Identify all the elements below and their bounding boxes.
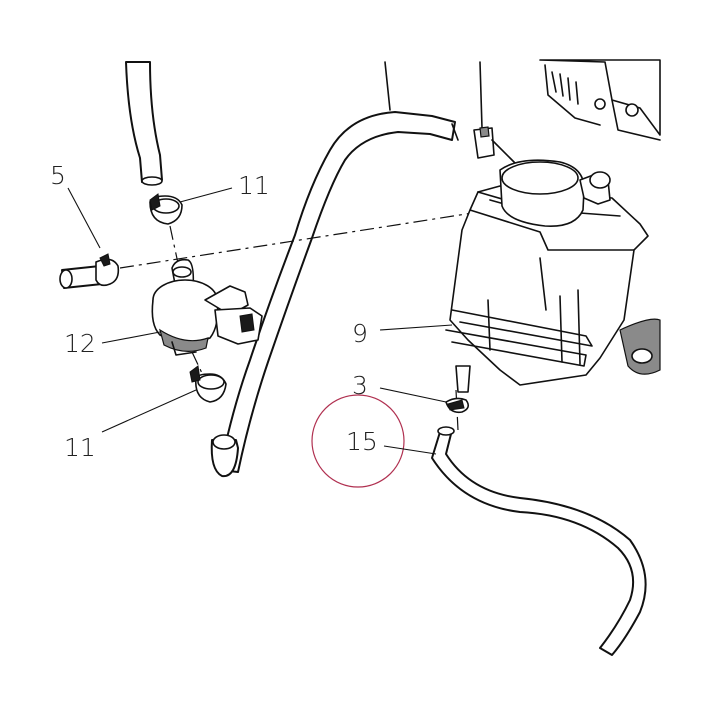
- highlight-circle: [311, 394, 405, 488]
- leader-11-upper: [179, 187, 233, 203]
- hose-end-cap: [210, 439, 239, 478]
- clamp-11-upper: [149, 193, 183, 225]
- side-bracket: [619, 318, 661, 375]
- centerline-horizontal: [119, 203, 531, 269]
- callout-11-lower: 11: [64, 433, 96, 462]
- callout-15: 15: [346, 427, 378, 456]
- leader-5: [67, 187, 101, 249]
- leader-9: [379, 324, 453, 331]
- small-connector: [473, 126, 521, 169]
- callout-12: 12: [64, 329, 96, 358]
- callout-3: 3: [352, 371, 368, 400]
- top-line-right: [479, 61, 483, 129]
- clamp-11-lower: [189, 365, 227, 403]
- valve-12: [151, 258, 263, 356]
- callout-9: 9: [352, 319, 368, 348]
- leader-15: [383, 445, 437, 455]
- top-line-left: [384, 61, 391, 111]
- reservoir-9: [445, 159, 649, 393]
- hose-15: [431, 426, 647, 656]
- callout-11-upper: 11: [238, 171, 270, 200]
- leader-12: [101, 331, 161, 344]
- clip-3: [445, 397, 470, 414]
- clip-5: [59, 253, 120, 289]
- upper-left-hose: [125, 61, 163, 186]
- engine-fragment: [539, 59, 661, 141]
- callout-5: 5: [50, 161, 66, 190]
- leader-11-lower: [101, 389, 197, 433]
- long-hose: [219, 111, 459, 473]
- leader-3: [379, 387, 447, 403]
- hose-end-opening: [212, 434, 236, 450]
